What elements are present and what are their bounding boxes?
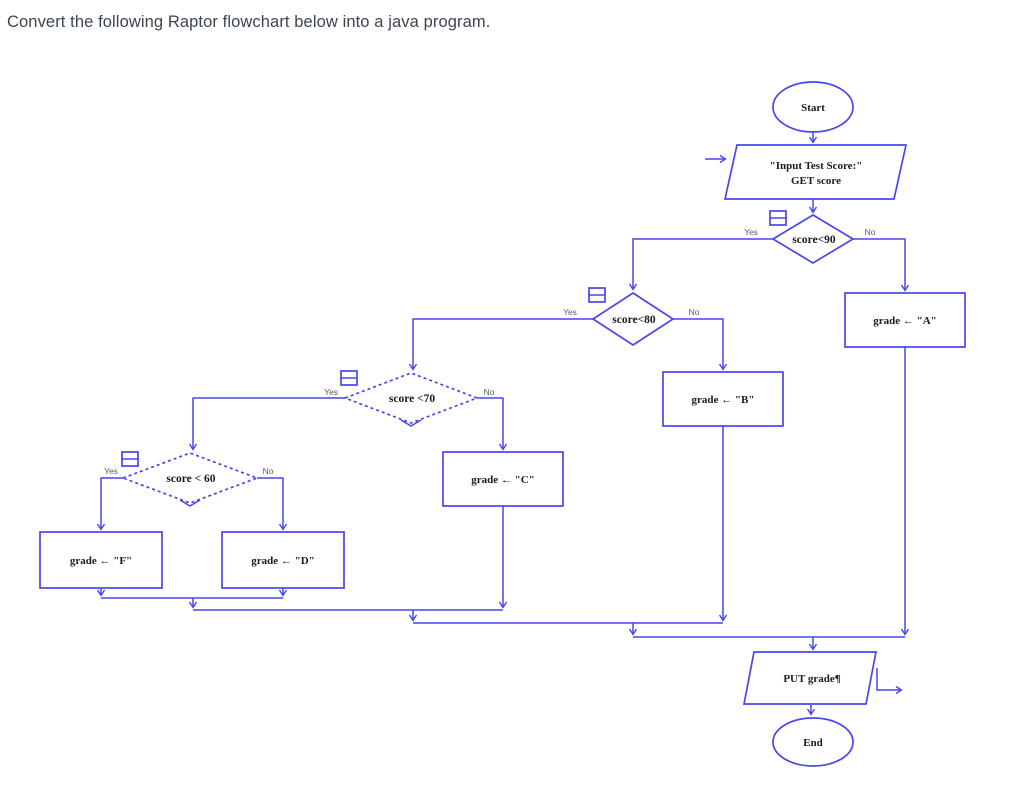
branch-label-no: No [263, 466, 274, 476]
assign-grade-d-node [221, 531, 345, 589]
output-arrow-icon [876, 668, 903, 695]
edge-d90-yes [628, 238, 773, 291]
collapse-icon [769, 210, 787, 226]
collapse-icon [340, 370, 358, 386]
decision-score70-node [342, 372, 480, 424]
decision-score70-label: score <70 [389, 393, 436, 405]
edge-d80-no [673, 318, 728, 371]
decision-score70-notch [400, 419, 422, 427]
edge-d80-yes [408, 318, 593, 371]
page-title: Convert the following Raptor flowchart b… [7, 13, 491, 31]
end-label: End [803, 737, 823, 749]
assign-grade-c-label: grade ← "C" [471, 474, 535, 486]
decision-score60-notch [179, 499, 201, 507]
assign-grade-f-label: grade ← "F" [70, 555, 132, 567]
start-label: Start [801, 102, 825, 114]
get-input-node [723, 144, 908, 200]
edge-d60-yes [96, 477, 123, 531]
put-output-node [742, 651, 878, 705]
branch-label-no: No [865, 227, 876, 237]
assign-grade-a-label: grade ← "A" [873, 315, 937, 327]
assign-grade-b-label: grade ← "B" [692, 394, 755, 406]
branch-label-no: No [484, 387, 495, 397]
decision-score80-node [591, 291, 675, 347]
decision-score60-label: score < 60 [166, 473, 215, 485]
get-input-line2: GET score [791, 175, 841, 187]
end-node [772, 717, 854, 767]
decision-score90-label: score<90 [792, 234, 836, 246]
assign-grade-c-node [442, 451, 564, 507]
edge-d60-no [257, 477, 288, 531]
decision-score60-node [120, 452, 260, 504]
branch-label-yes: Yes [744, 227, 758, 237]
branch-label-no: No [689, 307, 700, 317]
assign-grade-b-node [662, 371, 784, 427]
assign-grade-a-node [844, 292, 966, 348]
branch-label-yes: Yes [104, 466, 118, 476]
edge-d70-yes [188, 397, 345, 451]
edge-d90-no [853, 238, 910, 292]
get-input-line1: "Input Test Score:" [770, 160, 863, 172]
edge-d70-no [477, 397, 508, 451]
collapse-icon [588, 287, 606, 303]
branch-label-yes: Yes [324, 387, 338, 397]
decision-score90-node [771, 214, 855, 264]
decision-score80-label: score<80 [612, 314, 656, 326]
assign-grade-d-label: grade ← "D" [251, 555, 315, 567]
collapse-icon [121, 451, 139, 467]
put-output-label: PUT grade¶ [783, 673, 840, 685]
assign-grade-f-node [39, 531, 163, 589]
start-node [772, 81, 854, 133]
branch-label-yes: Yes [563, 307, 577, 317]
